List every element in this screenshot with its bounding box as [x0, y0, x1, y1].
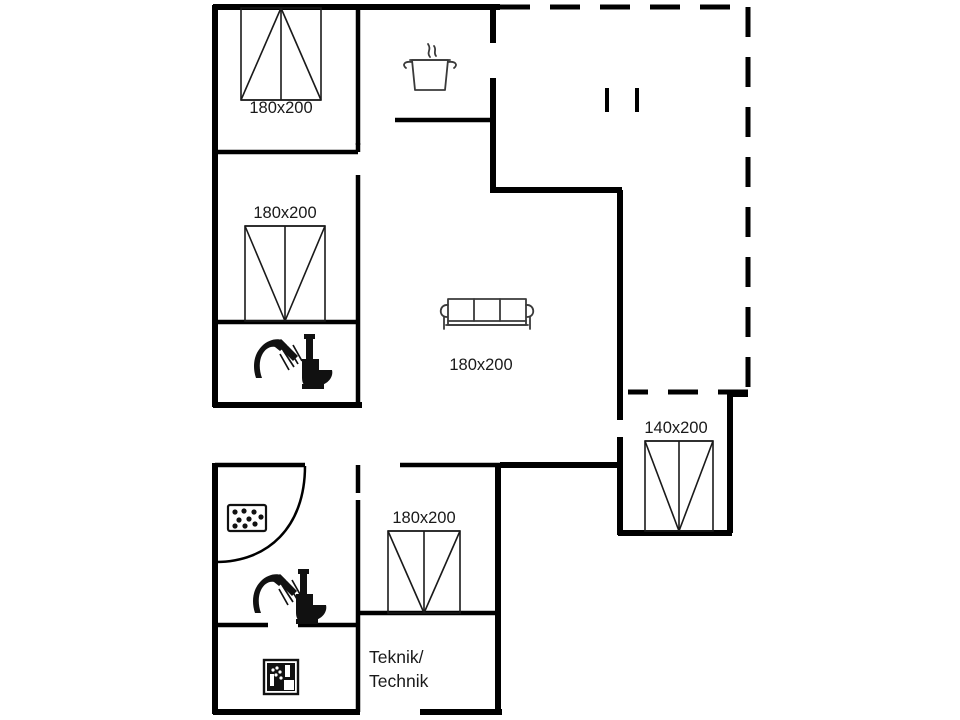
- right-wing-walls: [500, 391, 748, 536]
- bed-label-middle-left: 180x200: [253, 204, 316, 222]
- terrace-outline: [500, 4, 751, 395]
- toilet-icon-upper-bath: [302, 334, 333, 389]
- lower-block-walls: [212, 462, 502, 715]
- upper-left-partitions: [215, 7, 361, 407]
- bed-icon-middle-left: [244, 225, 326, 322]
- sofa-icon: [439, 298, 535, 330]
- toilet-icon-lower-bath: [296, 569, 327, 624]
- shower-icon-upper-bath: [254, 339, 303, 378]
- bed-icon-top-left: [240, 7, 322, 101]
- bed-label-bottom: 180x200: [392, 509, 455, 527]
- whirlpool-icon: [226, 503, 268, 533]
- technical-room-label-line1: Teknik/: [369, 647, 424, 667]
- washing-machine-icon: [262, 658, 300, 696]
- cooking-pot-icon: [403, 43, 457, 91]
- technical-room-label-line2: Technik: [369, 671, 429, 691]
- bed-icon-bottom: [387, 530, 461, 614]
- sofa-label: 180x200: [449, 356, 512, 374]
- bed-icon-right: [644, 440, 714, 532]
- bed-label-top-left: 180x200: [249, 99, 312, 117]
- door-arc-icon-lower-bath: [215, 465, 307, 564]
- bed-label-right: 140x200: [644, 419, 707, 437]
- shower-icon-lower-bath: [253, 574, 302, 613]
